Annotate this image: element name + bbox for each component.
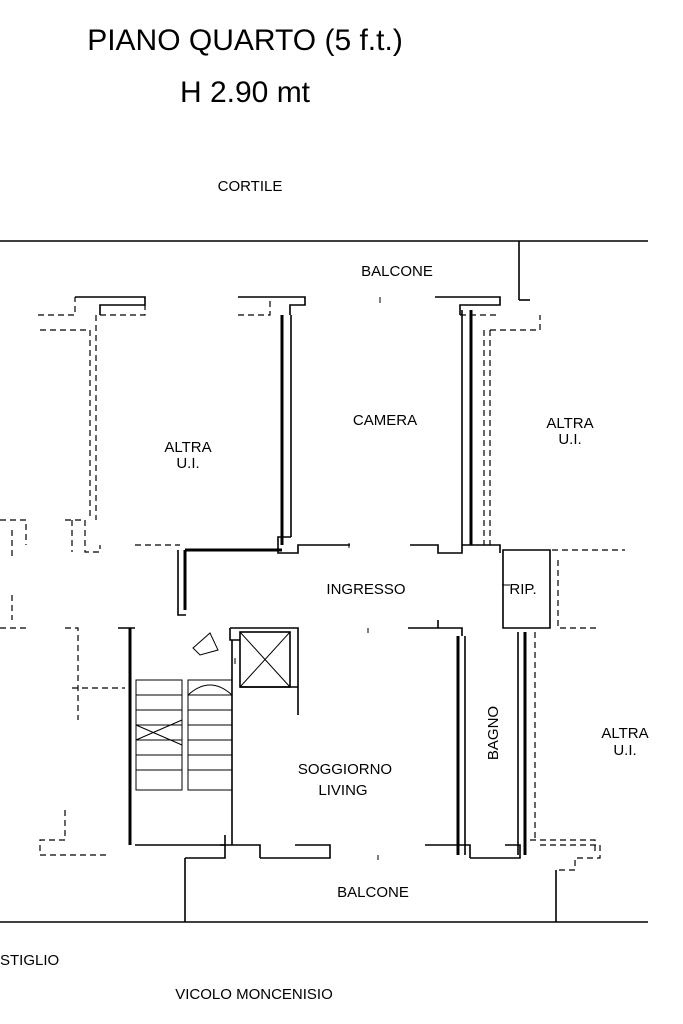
label-vicolo: VICOLO MONCENISIO: [175, 986, 333, 1003]
label-soggiorno: SOGGIORNO: [298, 761, 392, 778]
label-altra-left-1: ALTRA: [164, 439, 211, 456]
plan-title: PIANO QUARTO (5 f.t.): [87, 24, 403, 57]
label-bagno: BAGNO: [485, 706, 502, 760]
label-altra-right-top-2: U.I.: [558, 431, 581, 448]
label-rip: RIP.: [509, 581, 536, 598]
bagno-walls: [456, 632, 596, 855]
building-outline: [0, 240, 648, 923]
top-parapet: [38, 296, 541, 331]
bottom-parapet: [220, 844, 601, 871]
plan-height-label: H 2.90 mt: [179, 76, 311, 109]
door-symbol: [192, 632, 219, 656]
label-living: LIVING: [318, 782, 367, 799]
left-unit-walls: [0, 315, 180, 629]
window-marks: [234, 297, 510, 860]
label-camera: CAMERA: [353, 412, 417, 429]
label-altra-right-top-1: ALTRA: [546, 415, 593, 432]
staircase: [128, 628, 233, 859]
label-cortile: CORTILE: [218, 178, 283, 195]
ingresso-walls: [177, 548, 463, 641]
left-lower-walls: [39, 627, 135, 856]
label-altra-left-2: U.I.: [176, 455, 199, 472]
camera-walls: [277, 310, 501, 554]
label-altra-right-bottom-1: ALTRA: [601, 725, 648, 742]
ripostiglio-closet: [502, 549, 625, 629]
label-ripostiglio: STIGLIO: [0, 952, 59, 969]
label-altra-right-bottom-2: U.I.: [613, 742, 636, 759]
elevator-shaft: [239, 631, 299, 715]
label-balcone-bottom: BALCONE: [337, 884, 409, 901]
label-ingresso: INGRESSO: [326, 581, 405, 598]
label-balcone-top: BALCONE: [361, 263, 433, 280]
